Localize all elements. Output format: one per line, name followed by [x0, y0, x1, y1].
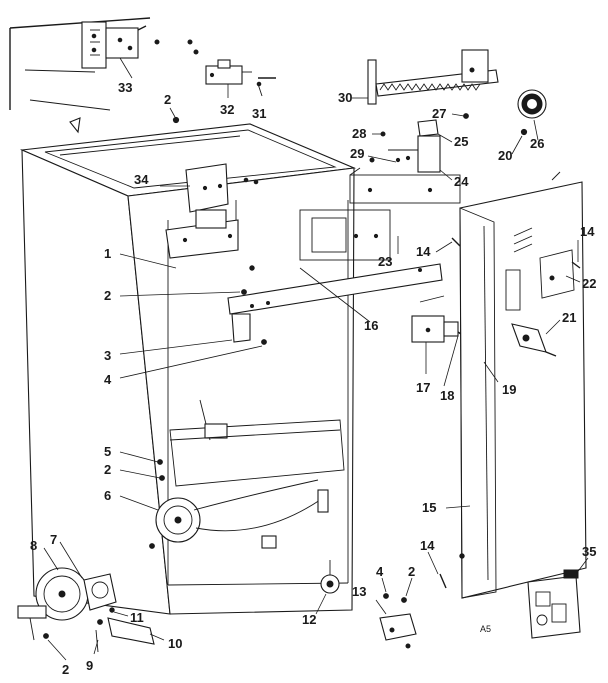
callout-5: 5: [104, 444, 111, 459]
callout-10: 10: [168, 636, 182, 651]
callout-17: 17: [416, 380, 430, 395]
cabinet: [19, 123, 443, 615]
callout-22: 22: [582, 276, 596, 291]
screws-14: [439, 237, 581, 589]
control-parts-cluster: [349, 113, 469, 204]
callout-7: 7: [50, 532, 57, 547]
callout-2-bottom: 2: [408, 564, 415, 579]
callout-2-brace: 2: [104, 288, 111, 303]
component-21: [511, 323, 557, 357]
callout-1: 1: [104, 246, 111, 261]
callout-14-mid: 14: [416, 244, 431, 259]
callout-34: 34: [134, 172, 149, 187]
leveling-foot-12: [320, 560, 340, 594]
callout-3: 3: [104, 348, 111, 363]
control-box-23: [299, 209, 391, 261]
callout-26: 26: [530, 136, 544, 151]
callout-6: 6: [104, 488, 111, 503]
diagram-code: A5: [480, 624, 491, 634]
callout-24: 24: [454, 174, 469, 189]
callout-21: 21: [562, 310, 576, 325]
callout-14-right: 14: [580, 224, 595, 239]
hinge-bracket-33: [81, 21, 199, 79]
callout-4-bottom: 4: [376, 564, 384, 579]
callout-18: 18: [440, 388, 454, 403]
lower-fasteners: [379, 593, 417, 649]
switch-32: [205, 59, 252, 98]
screw-31: [256, 77, 276, 97]
callout-11: 11: [130, 610, 144, 625]
callout-numbers: 33 32 31 2 30 27 28 25 29 24 20 26 34 1 …: [30, 80, 596, 677]
callout-4-cabinet: 4: [104, 372, 112, 387]
callout-12: 12: [302, 612, 316, 627]
lid-switch-17: [411, 295, 471, 343]
callout-8: 8: [30, 538, 37, 553]
callout-31: 31: [252, 106, 266, 121]
callout-14-bottom: 14: [420, 538, 435, 553]
pump-assembly: [17, 567, 155, 653]
side-panel-15: [459, 171, 587, 599]
top-panel-fragment: [9, 17, 151, 134]
callout-2-left: 2: [62, 662, 69, 677]
leader-lines: [43, 97, 589, 661]
callout-16: 16: [364, 318, 378, 333]
screw-2-top: [169, 107, 180, 124]
callout-2-mid: 2: [104, 462, 111, 477]
parts-packet-35: [527, 569, 581, 639]
callout-19: 19: [502, 382, 516, 397]
callout-13: 13: [352, 584, 366, 599]
callout-32: 32: [220, 102, 234, 117]
callout-23: 23: [378, 254, 392, 269]
callout-25: 25: [454, 134, 468, 149]
callout-20: 20: [498, 148, 512, 163]
bracket-34: [185, 163, 259, 229]
callout-9: 9: [86, 658, 93, 673]
callout-35: 35: [582, 544, 596, 559]
timer-knob-26: [517, 89, 547, 136]
callout-2-top: 2: [164, 92, 171, 107]
callout-33: 33: [118, 80, 132, 95]
callout-27: 27: [432, 106, 446, 121]
control-rail-30: [367, 49, 499, 105]
callout-28: 28: [352, 126, 366, 141]
callout-30: 30: [338, 90, 352, 105]
callout-29: 29: [350, 146, 364, 161]
callout-15: 15: [422, 500, 436, 515]
